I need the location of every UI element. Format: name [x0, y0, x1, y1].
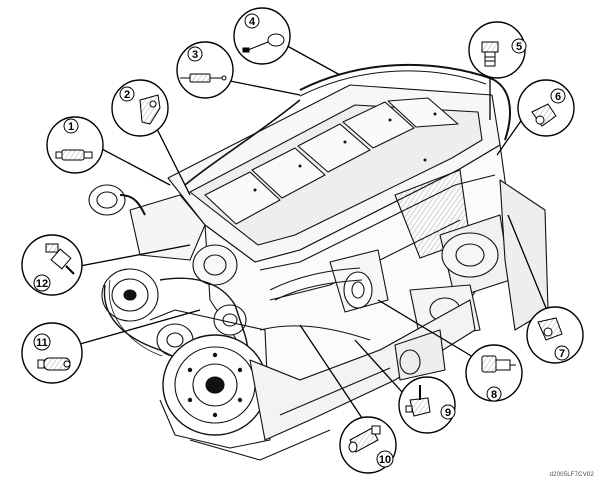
callout-6[interactable]: 6: [517, 79, 575, 137]
callout-8[interactable]: 8: [465, 344, 523, 402]
callout-number: 3: [192, 49, 198, 61]
callout-number: 12: [36, 278, 48, 290]
callout-4[interactable]: 4: [233, 7, 291, 65]
temperature-sensor-icon: [45, 243, 75, 275]
callout-number: 6: [555, 91, 561, 103]
speed-sensor-icon: [531, 103, 557, 127]
callout-11[interactable]: 11: [21, 322, 83, 384]
sensor-bracket-icon: [139, 94, 161, 125]
drawing-reference: d2005LF7CV02: [549, 472, 594, 478]
solenoid-valve-icon: [348, 425, 381, 453]
callout-7[interactable]: 7: [526, 306, 584, 364]
callout-number: 4: [249, 16, 256, 28]
leader-lines: [79, 41, 556, 419]
engine-drawing: [88, 63, 549, 461]
callout-number: 10: [379, 454, 391, 466]
callout-2[interactable]: 2: [111, 79, 169, 137]
callout-number: 1: [68, 121, 74, 133]
pressure-switch-icon: [55, 149, 93, 161]
callout-10[interactable]: 10: [339, 416, 397, 474]
callout-number: 7: [559, 348, 565, 360]
callout-1[interactable]: 1: [46, 116, 104, 174]
sender-unit-icon: [481, 41, 499, 67]
callout-12[interactable]: 12: [21, 234, 83, 296]
callout-number: 8: [491, 389, 497, 401]
callout-number: 2: [124, 89, 130, 101]
callout-number: 11: [36, 337, 48, 349]
flywheel-sensor-icon: [37, 357, 71, 371]
pressure-sensor-icon: [481, 355, 516, 373]
callout-9[interactable]: 9: [398, 376, 456, 434]
callout-number: 9: [445, 407, 451, 419]
callout-number: 5: [516, 41, 522, 53]
callout-3[interactable]: 3: [176, 41, 234, 99]
temperature-sender-icon: [405, 385, 431, 417]
cable-sensor-icon: [242, 33, 285, 53]
glow-heater-icon: [180, 73, 227, 83]
callout-5[interactable]: 5: [468, 21, 527, 79]
speed-sensor-icon: [537, 317, 563, 341]
